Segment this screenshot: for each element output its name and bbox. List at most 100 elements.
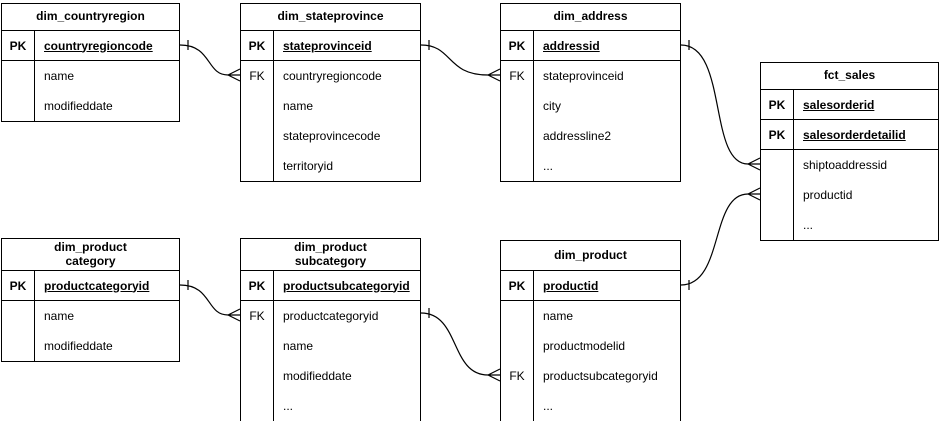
key-label: [501, 331, 534, 361]
relationship-countryregion-stateprovince[interactable]: [179, 40, 241, 82]
crow-foot-many-marker: [227, 68, 241, 82]
table-row: PK stateprovinceid: [241, 31, 420, 61]
table-row: shiptoaddressid: [761, 150, 938, 180]
relationship-product-fctsales[interactable]: [680, 187, 761, 290]
pk-label: PK: [761, 90, 794, 119]
key-label: [761, 180, 794, 210]
relationship-productcategory-productsubcategory[interactable]: [179, 280, 241, 322]
table-row: territoryid: [241, 151, 420, 181]
table-row: ...: [501, 391, 680, 421]
column-name: modifieddate: [44, 99, 113, 113]
pk-label: PK: [2, 271, 35, 300]
table-row: PK salesorderdetailid: [761, 120, 938, 150]
column-name: productcategoryid: [44, 278, 150, 293]
relationship-productsubcategory-product[interactable]: [420, 308, 501, 382]
key-label: [241, 331, 274, 361]
table-title: dim_address: [501, 4, 680, 31]
column-name: ...: [543, 159, 554, 173]
pk-label: PK: [2, 31, 35, 60]
crow-foot-many-marker: [487, 368, 501, 382]
key-label: [241, 151, 274, 181]
column-name: ...: [283, 399, 294, 413]
key-label: [501, 91, 534, 121]
column-name: productid: [543, 278, 599, 293]
pk-label: PK: [501, 271, 534, 300]
table-dim-product[interactable]: dim_product PK productid name productmod…: [500, 240, 681, 421]
table-row: PK addressid: [501, 31, 680, 61]
table-title: dim_product: [501, 241, 680, 271]
table-row: PK salesorderid: [761, 90, 938, 120]
key-label: [241, 121, 274, 151]
table-row: PK productcategoryid: [2, 271, 179, 301]
column-name: territoryid: [283, 159, 334, 173]
key-label: [2, 301, 35, 331]
column-name: modifieddate: [44, 339, 113, 353]
column-name: addressid: [543, 38, 600, 53]
column-name: name: [283, 339, 314, 353]
table-row: productid: [761, 180, 938, 210]
key-label: [241, 91, 274, 121]
crow-foot-many-marker: [747, 157, 761, 171]
pk-label: PK: [241, 31, 274, 60]
table-row: addressline2: [501, 121, 680, 151]
table-row: productmodelid: [501, 331, 680, 361]
key-label: [501, 391, 534, 421]
key-label: [761, 210, 794, 240]
relationship-address-fctsales[interactable]: [680, 40, 761, 171]
fk-label: FK: [501, 61, 534, 91]
column-name: shiptoaddressid: [803, 158, 888, 172]
table-row: FK productcategoryid: [241, 301, 420, 331]
fk-label: FK: [501, 361, 534, 391]
column-name: name: [44, 309, 75, 323]
table-dim-address[interactable]: dim_address PK addressid FK stateprovinc…: [500, 3, 681, 182]
pk-label: PK: [241, 271, 274, 300]
column-name: modifieddate: [283, 369, 352, 383]
key-label: [761, 150, 794, 180]
column-name: city: [543, 99, 561, 113]
key-label: [501, 151, 534, 181]
column-name: ...: [803, 218, 814, 232]
table-row: name: [2, 61, 179, 91]
crow-foot-many-marker: [747, 187, 761, 201]
table-title: fct_sales: [761, 63, 938, 90]
table-row: stateprovincecode: [241, 121, 420, 151]
table-row: PK productsubcategoryid: [241, 271, 420, 301]
table-row: name: [2, 301, 179, 331]
table-row: PK productid: [501, 271, 680, 301]
table-dim-stateprovince[interactable]: dim_stateprovince PK stateprovinceid FK …: [240, 3, 421, 182]
column-name: productmodelid: [543, 339, 626, 353]
table-title: dim_stateprovince: [241, 4, 420, 31]
column-name: addressline2: [543, 129, 612, 143]
table-dim-productcategory[interactable]: dim_product category PK productcategoryi…: [1, 238, 180, 362]
table-title: dim_product subcategory: [241, 239, 420, 271]
column-name: stateprovinceid: [283, 38, 372, 53]
column-name: productsubcategoryid: [283, 278, 410, 293]
table-row: name: [241, 91, 420, 121]
table-row: ...: [501, 151, 680, 181]
fk-label: FK: [241, 301, 274, 331]
table-row: name: [241, 331, 420, 361]
column-name: stateprovincecode: [283, 129, 381, 143]
column-name: name: [283, 99, 314, 113]
key-label: [501, 121, 534, 151]
column-name: productcategoryid: [283, 309, 379, 323]
pk-label: PK: [501, 31, 534, 60]
key-label: [501, 301, 534, 331]
table-title: dim_product category: [2, 239, 179, 271]
key-label: [2, 61, 35, 91]
table-dim-productsubcategory[interactable]: dim_product subcategory PK productsubcat…: [240, 238, 421, 421]
table-row: modifieddate: [241, 361, 420, 391]
column-name: salesorderid: [803, 97, 875, 112]
table-row: FK productsubcategoryid: [501, 361, 680, 391]
table-row: modifieddate: [2, 331, 179, 361]
crow-foot-many-marker: [227, 308, 241, 322]
table-fct-sales[interactable]: fct_sales PK salesorderid PK salesorderd…: [760, 62, 939, 241]
pk-label: PK: [761, 120, 794, 149]
column-name: name: [543, 309, 574, 323]
table-row: PK countryregioncode: [2, 31, 179, 61]
table-dim-countryregion[interactable]: dim_countryregion PK countryregioncode n…: [1, 3, 180, 122]
key-label: [241, 391, 274, 421]
table-row: ...: [761, 210, 938, 240]
relationship-stateprovince-address[interactable]: [420, 40, 501, 82]
